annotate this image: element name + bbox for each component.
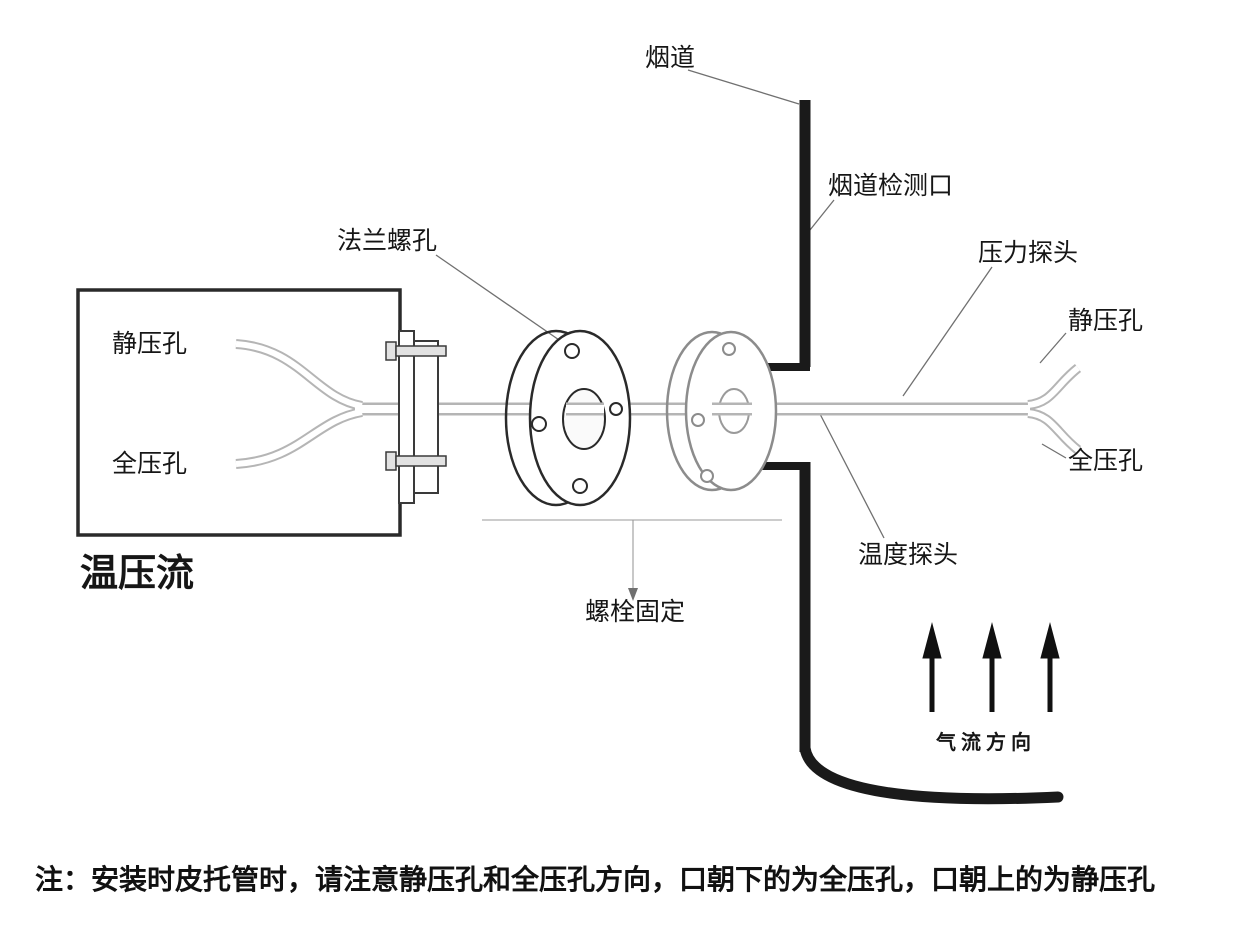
label-flue-port: 烟道检测口 xyxy=(828,172,953,200)
label-static-hole-left: 静压孔 xyxy=(112,330,187,358)
label-flue: 烟道 xyxy=(645,44,695,72)
bolt-top-shaft xyxy=(395,345,447,357)
note-text: 注：安装时皮托管时，请注意静压孔和全压孔方向，口朝下的为全压孔，口朝上的为静压孔 xyxy=(35,863,1155,896)
label-temperature-probe: 温度探头 xyxy=(858,541,958,569)
mounting-plate-outer xyxy=(398,330,415,504)
airflow-arrowhead-3 xyxy=(1040,622,1060,659)
flange-screw-hole-bottom xyxy=(572,478,588,494)
bolt-bracket-arrowhead xyxy=(628,588,638,601)
label-total-hole-left: 全压孔 xyxy=(112,450,187,478)
port-flange-screw-hole-top xyxy=(722,342,736,356)
leader-flue xyxy=(687,69,800,105)
label-pressure-probe: 压力探头 xyxy=(978,239,1078,267)
port-flange-screw-hole-left xyxy=(691,413,705,427)
leader-temperature-probe xyxy=(819,413,885,539)
label-static-hole-right: 静压孔 xyxy=(1068,307,1143,335)
flange-screw-hole-top xyxy=(564,343,580,359)
label-flange-screw-holes: 法兰螺孔 xyxy=(337,227,437,255)
port-flange-screw-hole-bottom xyxy=(700,469,714,483)
mounting-plate-assembly xyxy=(385,330,447,504)
label-airflow: 气流方向 xyxy=(935,730,1036,754)
leader-flange-screw-holes xyxy=(435,254,563,343)
flange-center-hole xyxy=(562,388,606,450)
port-flange-disc xyxy=(665,330,778,492)
airflow-arrows xyxy=(922,622,1060,712)
leader-pressure-probe xyxy=(902,266,993,397)
flange-disc xyxy=(504,329,632,507)
airflow-arrowhead-1 xyxy=(922,622,942,659)
flange-screw-hole-right xyxy=(609,402,623,416)
mounting-plate-inner xyxy=(413,340,439,494)
leader-static-hole-right xyxy=(1039,332,1067,364)
duct-wall xyxy=(760,100,1064,805)
bolt-bottom-head xyxy=(385,451,397,471)
leader-total-hole-right xyxy=(1041,443,1067,459)
bolt-top-head xyxy=(385,341,397,361)
airflow-arrowhead-2 xyxy=(982,622,1002,659)
flange-screw-hole-left xyxy=(531,416,547,432)
bolt-bottom-shaft xyxy=(395,455,447,467)
duct-wall-curve xyxy=(799,742,1064,805)
label-device: 温压流 xyxy=(80,553,194,595)
label-bolt-fixing: 螺栓固定 xyxy=(585,598,685,626)
label-total-hole-right: 全压孔 xyxy=(1068,447,1143,475)
